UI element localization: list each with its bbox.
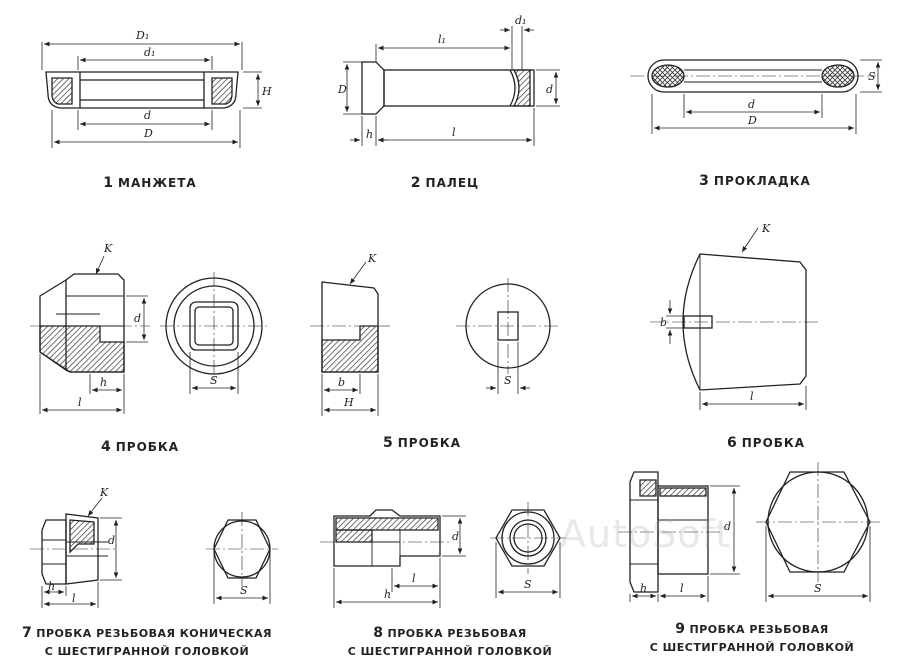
part-4-plug-end-view [160, 272, 268, 394]
part-1-cuff-drawing [41, 41, 262, 148]
part-5-plug-side-drawing [310, 261, 392, 416]
dim-h-7: h [48, 580, 55, 593]
dim-S-9: S [814, 582, 822, 595]
dim-d1-pin: d₁ [515, 14, 526, 27]
dim-h-4: h [100, 376, 107, 389]
dim-d-8: d [452, 530, 459, 543]
dim-l-7: l [72, 592, 76, 605]
dim-d-pin: d [546, 83, 553, 96]
dim-K-7: K [99, 486, 109, 499]
part-4-plug-side-drawing [30, 255, 150, 414]
dimension-labels: D₁ d₁ d D H l₁ d₁ D d h l S d D K d h l … [48, 14, 876, 605]
part-2-pin-drawing [343, 26, 560, 146]
dim-H-5: H [343, 396, 354, 409]
dim-l-pin: l [452, 126, 456, 139]
dim-h-pin: h [366, 128, 373, 141]
dim-b-6: b [660, 316, 667, 329]
dim-D-pin: D [337, 83, 347, 96]
dim-D-gasket: D [747, 114, 757, 127]
dim-l-8: l [412, 572, 416, 585]
dim-h-9: h [640, 582, 647, 595]
part-9-threaded-plug-drawing [618, 471, 740, 602]
part-7-hex-end-view [206, 512, 278, 604]
dim-l-6: l [750, 390, 754, 403]
dim-b-5: b [338, 376, 345, 389]
dim-l1: l₁ [438, 33, 446, 46]
dim-S-4: S [210, 374, 218, 387]
dim-d-gasket: d [748, 98, 755, 111]
dim-l-4: l [78, 396, 82, 409]
dim-l-9: l [680, 582, 684, 595]
part-6-plug-drawing [650, 227, 820, 410]
dim-d-9: d [724, 520, 731, 533]
dim-K-4: K [103, 242, 113, 255]
dim-S-7: S [240, 584, 248, 597]
dim-K-5: K [367, 252, 377, 265]
dim-D1: D₁ [135, 29, 149, 42]
part-8-threaded-plug-drawing [320, 509, 466, 608]
dim-d1: d₁ [144, 46, 155, 59]
part-9-hex-end-view [756, 462, 880, 602]
dim-d: d [144, 109, 151, 122]
dim-D: D [143, 127, 153, 140]
watermark: AutoSoft [560, 512, 732, 556]
part-8-hex-end-view [490, 502, 566, 598]
dim-K-6: K [761, 222, 771, 235]
part-7-threaded-taper-plug-drawing [30, 497, 122, 608]
dim-H: H [261, 85, 272, 98]
part-5-plug-end-view [456, 278, 560, 394]
dim-d-7: d [108, 534, 115, 547]
dim-S-5: S [504, 374, 512, 387]
dim-S-gasket: S [868, 70, 876, 83]
dim-h-8: h [384, 588, 391, 601]
dim-S-8: S [524, 578, 532, 591]
dim-d-4: d [134, 312, 141, 325]
part-3-gasket-drawing [630, 59, 882, 134]
